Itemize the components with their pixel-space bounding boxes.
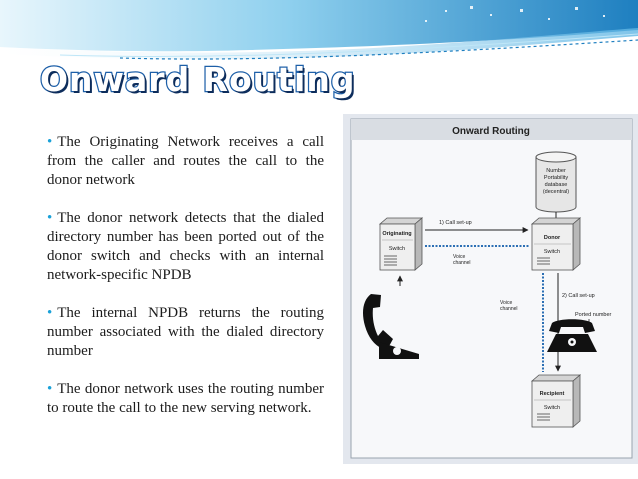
bullet-text: The donor network detects that the diale…	[47, 210, 324, 283]
bullet-item: •The internal NPDB returns the routing n…	[47, 304, 324, 361]
database-label-line: database	[545, 182, 568, 188]
switch-name: Originating	[382, 231, 411, 237]
switch-type: Switch	[544, 249, 560, 255]
bullet-list: •The Originating Network receives a call…	[47, 133, 324, 437]
switch-type: Switch	[544, 405, 560, 411]
bullet-item: •The Originating Network receives a call…	[47, 133, 324, 190]
bullet-text: The donor network uses the routing numbe…	[47, 381, 324, 416]
diagram-title: Onward Routing	[452, 126, 530, 137]
donor-switch: Donor Switch	[532, 218, 580, 270]
originating-switch: Originating Switch	[380, 218, 422, 270]
slide-title: Onward Routing	[40, 60, 355, 112]
database-label-line: (decentral)	[543, 189, 569, 195]
ported-number-label: Ported number	[575, 312, 612, 318]
bullet-item: •The donor network detects that the dial…	[47, 209, 324, 285]
voice-channel-2-label: channel	[500, 306, 518, 312]
database-label-line: Number	[546, 168, 566, 174]
bullet-icon: •	[47, 134, 52, 150]
bullet-icon: •	[47, 210, 52, 226]
switch-name: Donor	[544, 235, 561, 241]
switch-name: Recipient	[540, 391, 565, 397]
routing-diagram: Onward Routing Number Portability databa…	[343, 114, 638, 464]
database-icon	[536, 152, 576, 162]
switch-type: Switch	[389, 246, 405, 252]
diagram-frame	[351, 119, 632, 458]
bullet-text: The Originating Network receives a call …	[47, 134, 324, 188]
recipient-switch: Recipient Switch	[532, 375, 580, 427]
header-wave-band	[0, 0, 638, 66]
call-setup-2-label: 2) Call set-up	[562, 293, 595, 299]
database-label-line: Portability	[544, 175, 568, 181]
call-setup-1-label: 1) Call set-up	[439, 220, 472, 226]
number-portability-database: Number Portability database (decentral)	[536, 152, 576, 212]
bullet-icon: •	[47, 381, 52, 397]
voice-channel-1-label: channel	[453, 260, 471, 266]
bullet-item: •The donor network uses the routing numb…	[47, 380, 324, 418]
bullet-text: The internal NPDB returns the routing nu…	[47, 305, 324, 359]
bullet-icon: •	[47, 305, 52, 321]
